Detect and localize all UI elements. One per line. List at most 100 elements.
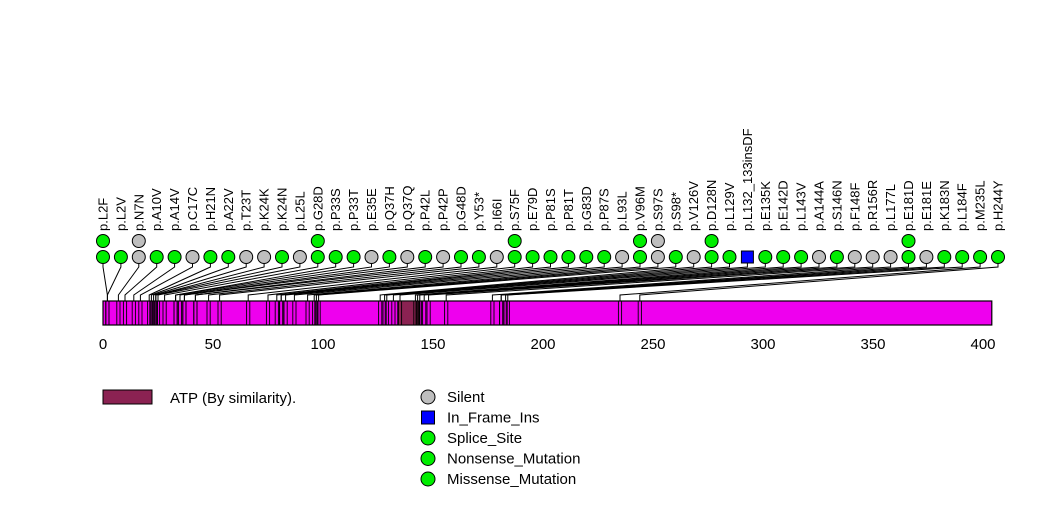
mutation-label: p.K24N <box>275 188 290 231</box>
mutation-label: p.E79D <box>525 188 540 231</box>
residue-marker <box>265 300 271 326</box>
mutation-marker <box>203 250 218 264</box>
residue-marker <box>422 300 427 326</box>
mutation-marker <box>812 250 826 264</box>
legend-label-missense_mutation: Missense_Mutation <box>447 471 576 488</box>
legend-label-in_frame_ins: In_Frame_Ins <box>447 410 540 427</box>
mutation-marker <box>221 250 236 264</box>
mutation-label: p.V126V <box>686 181 701 231</box>
residue-marker <box>413 300 418 326</box>
domain-atp-by-similarity <box>397 300 421 326</box>
mutation-label: p.F148F <box>847 183 862 231</box>
residue-marker <box>378 300 383 326</box>
mutation-label: p.P87S <box>597 188 612 231</box>
mutation-label: p.S75F <box>507 189 522 231</box>
mutation-marker <box>364 250 379 264</box>
mutation-marker <box>167 250 182 264</box>
mutation-marker <box>668 250 683 264</box>
axis-tick-label: 50 <box>205 336 222 353</box>
residue-marker <box>305 300 310 326</box>
mutation-label: p.L143V <box>794 182 809 231</box>
legend-swatch-in_frame_ins <box>421 410 435 425</box>
mutation-label: p.L25L <box>292 191 307 231</box>
mutation-label: p.P42L <box>418 190 433 231</box>
residue-marker <box>217 300 222 326</box>
residue-marker <box>499 300 504 326</box>
mutation-marker <box>525 250 540 264</box>
mutation-marker <box>561 250 576 264</box>
mutation-marker <box>131 250 146 264</box>
mutation-marker <box>847 250 862 264</box>
residue-marker <box>155 300 161 326</box>
mutation-marker <box>597 250 612 264</box>
mutation-label: p.T23T <box>239 190 254 231</box>
mutation-marker <box>454 250 468 264</box>
residue-marker <box>147 300 152 326</box>
residue-marker <box>153 300 158 326</box>
residue-marker <box>384 300 389 326</box>
residue-marker <box>138 300 143 326</box>
residue-marker <box>116 300 121 326</box>
residue-marker <box>182 300 187 326</box>
mutation-marker <box>919 250 934 264</box>
mutation-label: p.G28D <box>310 186 325 231</box>
mutation-label: p.N7N <box>131 194 146 231</box>
axis-tick-label: 250 <box>640 336 665 353</box>
mutation-marker <box>257 250 272 264</box>
mutation-label: p.P42P <box>436 188 451 231</box>
mutation-marker <box>275 250 289 264</box>
residue-marker <box>314 300 319 326</box>
mutation-label: p.A10V <box>149 188 164 231</box>
legend-swatch-silent <box>420 389 436 405</box>
mutation-marker <box>865 250 880 264</box>
axis-tick-label: 100 <box>310 336 335 353</box>
mutation-label: p.L2V <box>113 197 128 231</box>
legend-label-silent: Silent <box>447 389 485 406</box>
residue-marker <box>382 300 387 326</box>
residue-marker <box>283 300 288 326</box>
mutation-label: p.K183N <box>937 180 952 231</box>
mutation-label: p.E181E <box>919 181 934 231</box>
mutation-marker <box>794 250 809 264</box>
mutation-marker <box>543 250 558 264</box>
residue-marker <box>617 300 623 326</box>
mutation-marker <box>991 250 1005 264</box>
residue-marker <box>312 300 317 326</box>
mutation-marker <box>418 250 433 264</box>
axis-tick-label: 200 <box>530 336 555 353</box>
mutation-marker <box>507 250 522 264</box>
mutation-marker-in-frame-ins <box>740 250 754 264</box>
mutation-label: p.R156R <box>865 180 880 231</box>
mutation-marker <box>901 250 916 264</box>
legend-label-splice_site: Splice_Site <box>447 430 522 447</box>
mutation-label: p.I66I <box>489 198 504 231</box>
mutation-label: p.S146N <box>829 180 844 231</box>
mutation-marker <box>310 234 325 248</box>
protein-bar <box>102 300 993 326</box>
mutation-label: p.L184F <box>955 183 970 231</box>
residue-marker <box>105 300 110 326</box>
mutation-marker <box>973 250 988 264</box>
mutation-label: p.P81T <box>561 189 576 231</box>
mutation-marker <box>489 250 504 264</box>
mutation-marker <box>704 234 719 248</box>
axis-tick-label: 150 <box>420 336 445 353</box>
mutation-marker <box>346 250 361 264</box>
mutation-label: p.H244Y <box>991 180 1006 231</box>
mutation-marker <box>382 250 397 264</box>
legend-domain-label: ATP (By similarity). <box>170 390 296 407</box>
residue-marker <box>193 300 198 326</box>
residue-marker <box>490 300 495 326</box>
mutation-label: p.K24K <box>257 188 272 231</box>
mutation-marker <box>633 250 647 264</box>
mutation-marker <box>650 250 665 264</box>
mutation-label: p.S98* <box>668 192 683 231</box>
mutation-label: p.S97S <box>650 188 665 231</box>
mutation-label: p.E35E <box>364 188 379 231</box>
residue-marker <box>122 300 128 326</box>
mutation-marker <box>883 250 898 264</box>
mutation-label: p.G48D <box>454 186 469 231</box>
mutation-marker <box>292 250 307 264</box>
